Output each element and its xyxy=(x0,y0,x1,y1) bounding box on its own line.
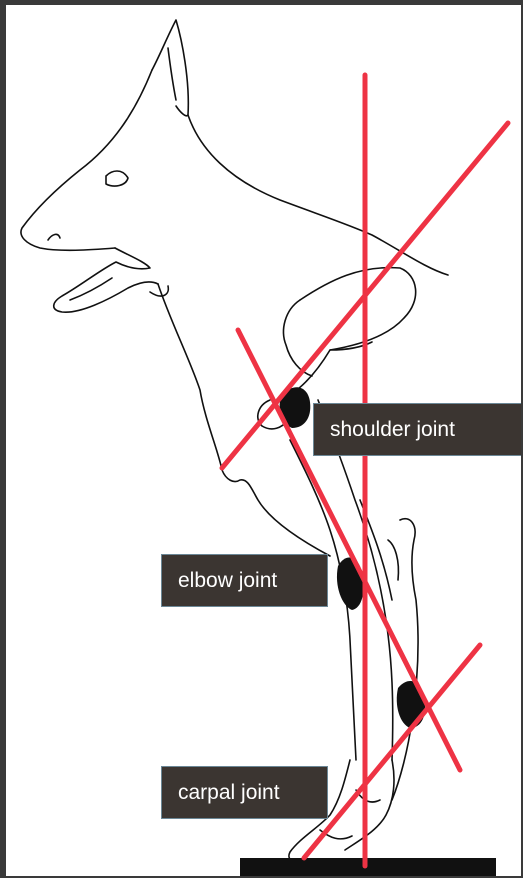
dog-eye xyxy=(106,171,128,186)
dog-head-outline xyxy=(21,70,152,250)
ground-bar xyxy=(240,858,496,878)
dog-neck-outline xyxy=(188,115,448,275)
elbow-joint-marker xyxy=(337,557,364,610)
shoulder-joint-label: shoulder joint xyxy=(313,403,523,456)
dog-mouth-outline xyxy=(54,248,158,312)
elbow-joint-label: elbow joint xyxy=(161,554,328,607)
carpal-joint-label: carpal joint xyxy=(161,766,328,819)
humerus-outline xyxy=(290,268,416,395)
humerus-axis-line xyxy=(238,330,460,770)
